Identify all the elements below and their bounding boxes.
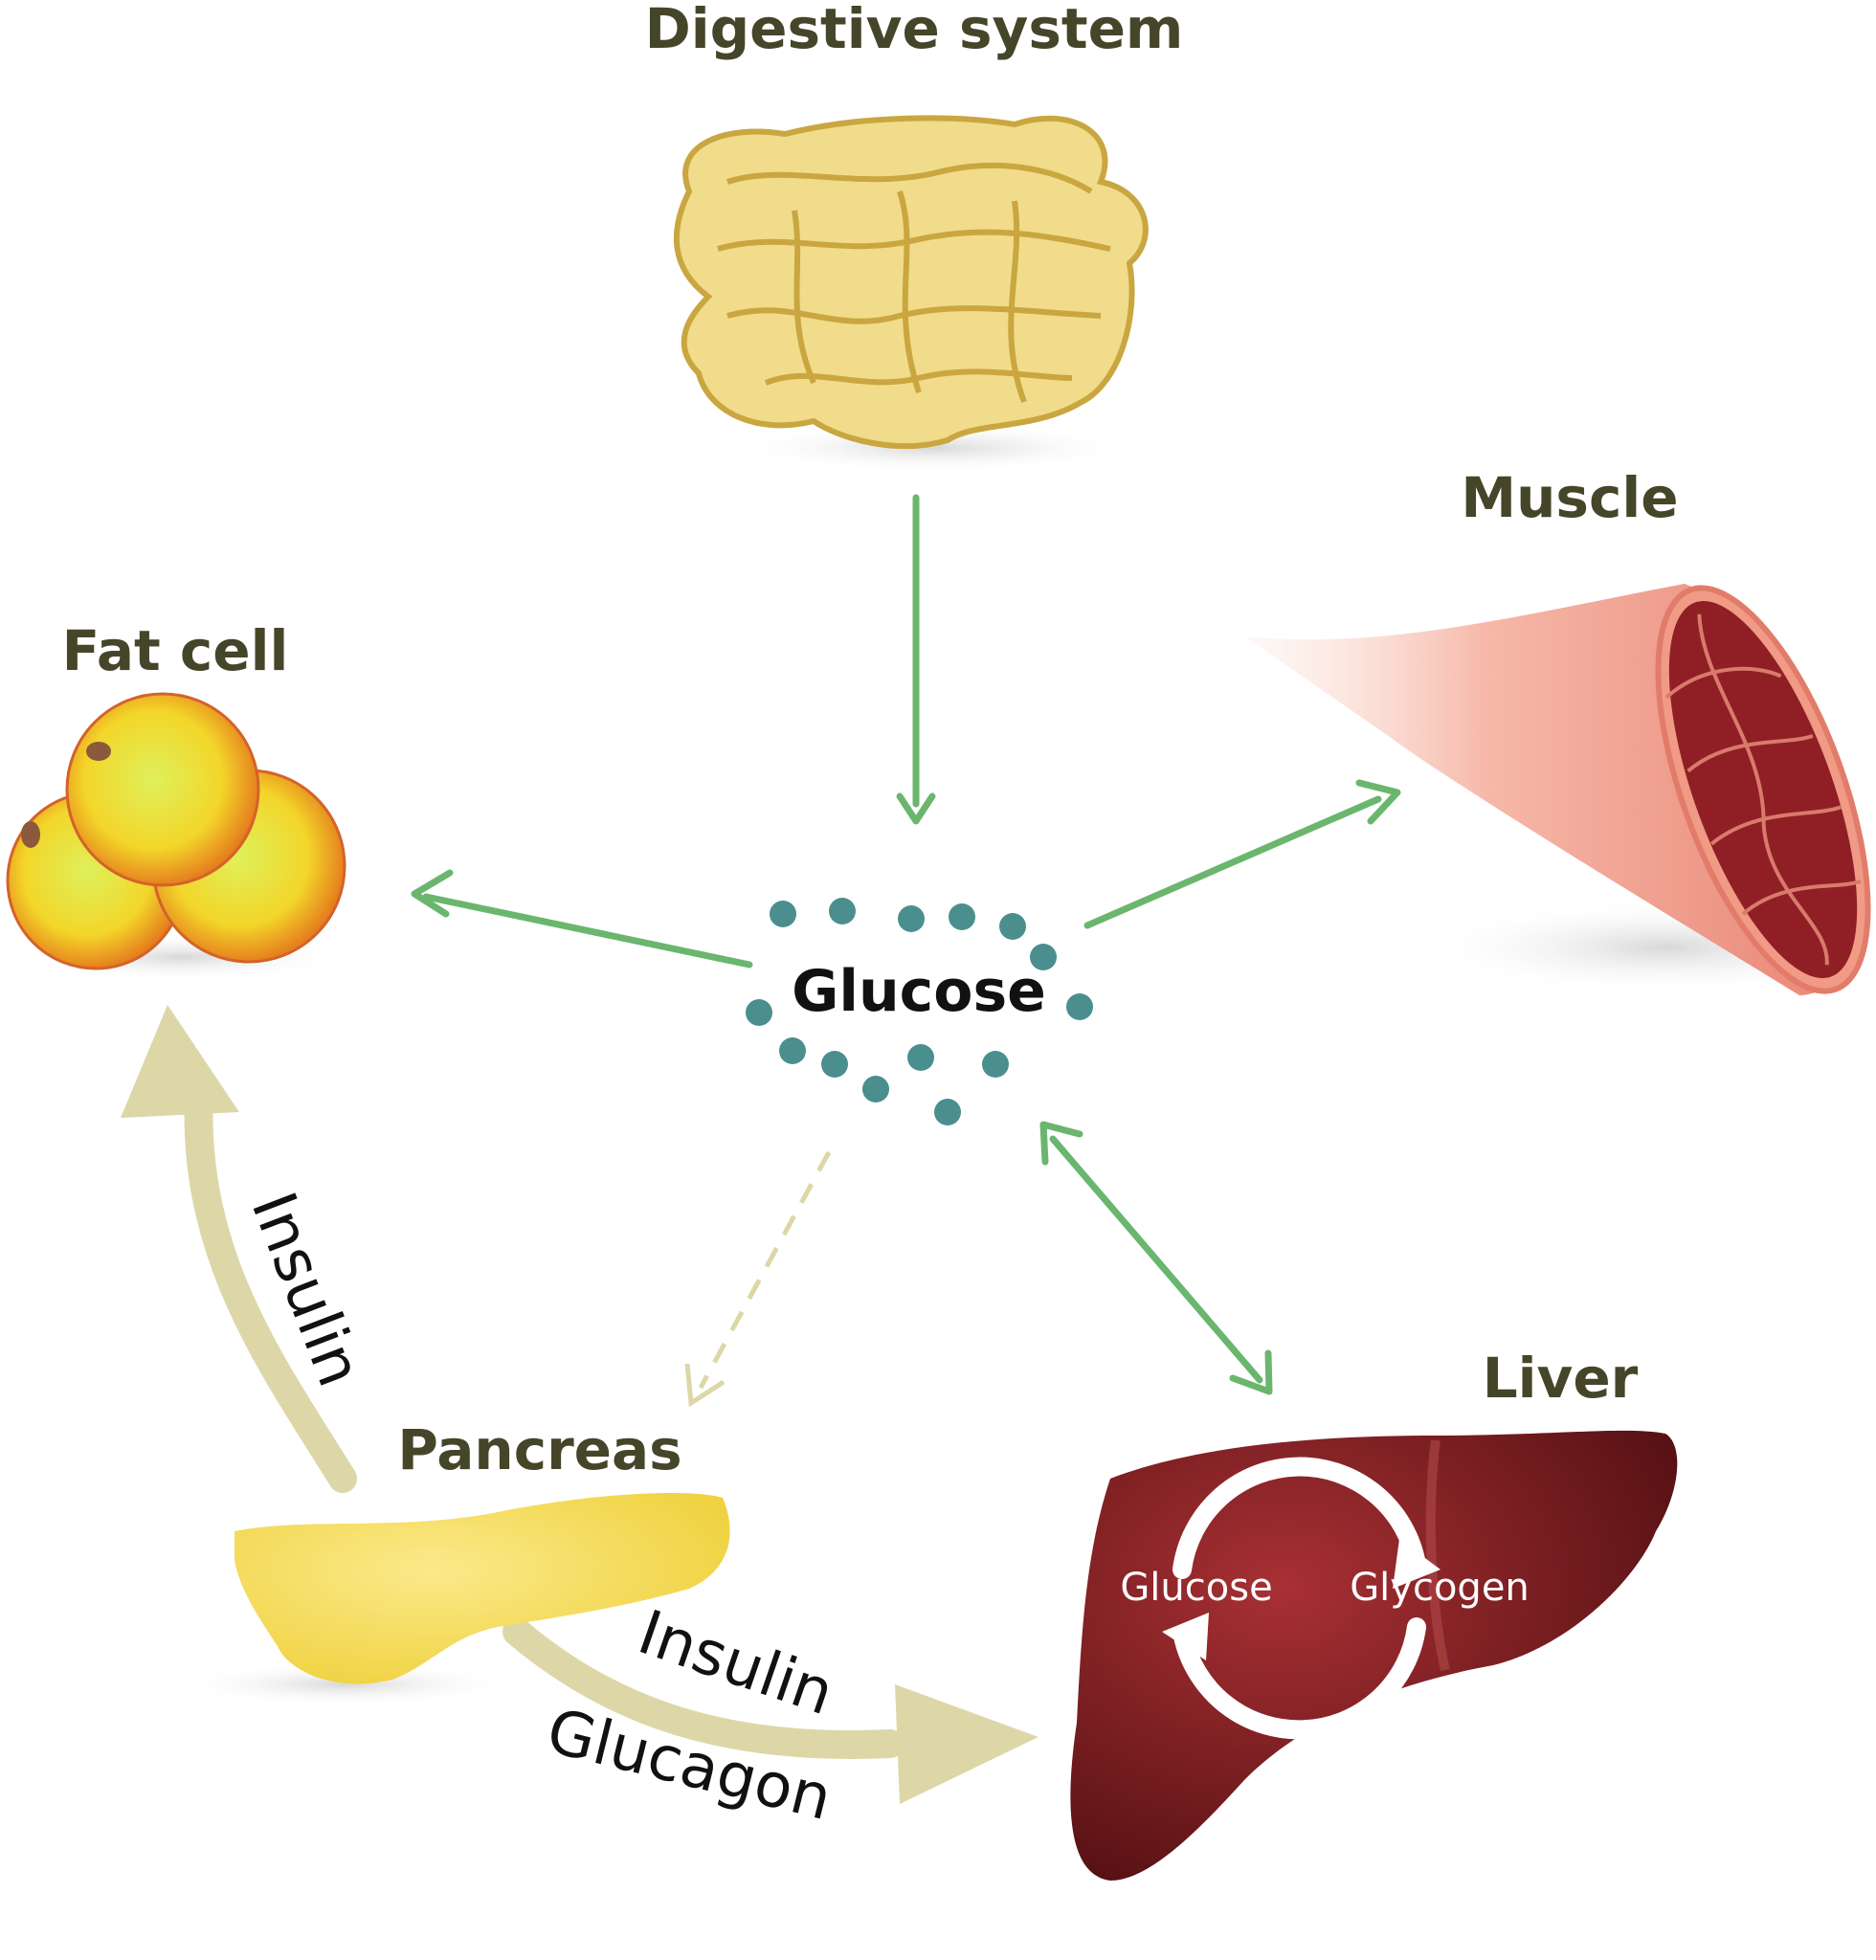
liver-label: Liver xyxy=(1483,1346,1639,1411)
glucose-molecule-dot xyxy=(999,913,1026,940)
dashed-arrowhead-pancreas xyxy=(684,1363,726,1408)
glucose-molecule-dot xyxy=(862,1076,889,1102)
arrow-glucose-liver xyxy=(1049,1135,1263,1384)
fat-cell-illustration xyxy=(6,692,346,982)
glucose-molecule-dot xyxy=(982,1051,1009,1078)
dashed-arrow-glucose-to-pancreas xyxy=(698,1150,832,1390)
glucose-molecule-dot xyxy=(934,1099,961,1125)
glucose-molecule-dot xyxy=(1030,944,1057,970)
glucose-molecule-dot xyxy=(770,901,796,927)
fat-cell-label: Fat cell xyxy=(62,618,289,683)
hormone-arrow-to-liver xyxy=(502,1617,1038,1804)
cycle-arrow-top-icon xyxy=(1172,1457,1426,1579)
liver-illustration xyxy=(1070,1430,1678,1881)
glucose-label: Glucose xyxy=(792,958,1046,1025)
arrow-glucose-to-fat xyxy=(422,893,753,969)
arrow-glucose-to-muscle xyxy=(1083,795,1382,929)
glucose-molecule-dot xyxy=(949,903,975,930)
digestive-system-label: Digestive system xyxy=(645,0,1184,61)
pancreas-label: Pancreas xyxy=(397,1417,681,1482)
pancreas-illustration xyxy=(172,1493,730,1705)
liver-glucose-label: Glucose xyxy=(1120,1566,1272,1610)
glucose-molecule-dot xyxy=(898,905,925,932)
insulin-arrow-to-fat xyxy=(121,1005,357,1493)
glucose-molecule-dot xyxy=(1066,993,1093,1020)
arrowhead-glucose xyxy=(896,792,936,825)
cycle-arrow-bottom-icon xyxy=(1173,1617,1426,1740)
glucose-molecule-dot xyxy=(821,1051,848,1078)
glucose-molecule-dot xyxy=(746,999,772,1026)
muscle-label: Muscle xyxy=(1461,465,1678,530)
glucose-molecule-dot xyxy=(907,1044,934,1071)
arrowhead-liver xyxy=(1229,1349,1273,1395)
liver-glycogen-label: Glycogen xyxy=(1350,1566,1530,1610)
arrowhead-fat xyxy=(411,869,454,918)
arrowhead-glucose-from-liver xyxy=(1039,1121,1083,1166)
glucose-molecule-dot xyxy=(779,1037,806,1064)
muscle-illustration xyxy=(1244,584,1876,995)
arrowhead-muscle xyxy=(1355,779,1401,825)
glucose-molecule-dot xyxy=(829,898,856,924)
glucose-molecules xyxy=(746,898,1093,1125)
digestive-system-illustration xyxy=(673,115,1149,473)
